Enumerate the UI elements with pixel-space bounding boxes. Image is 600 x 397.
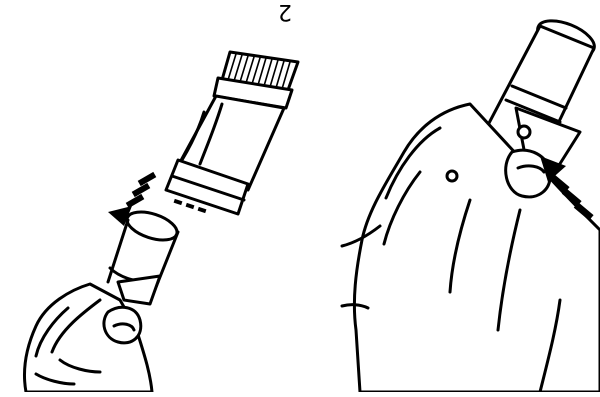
nozzle-body xyxy=(166,96,284,214)
right-panel xyxy=(342,14,600,392)
step-number-label: 2 xyxy=(278,0,292,22)
left-panel xyxy=(24,52,298,392)
